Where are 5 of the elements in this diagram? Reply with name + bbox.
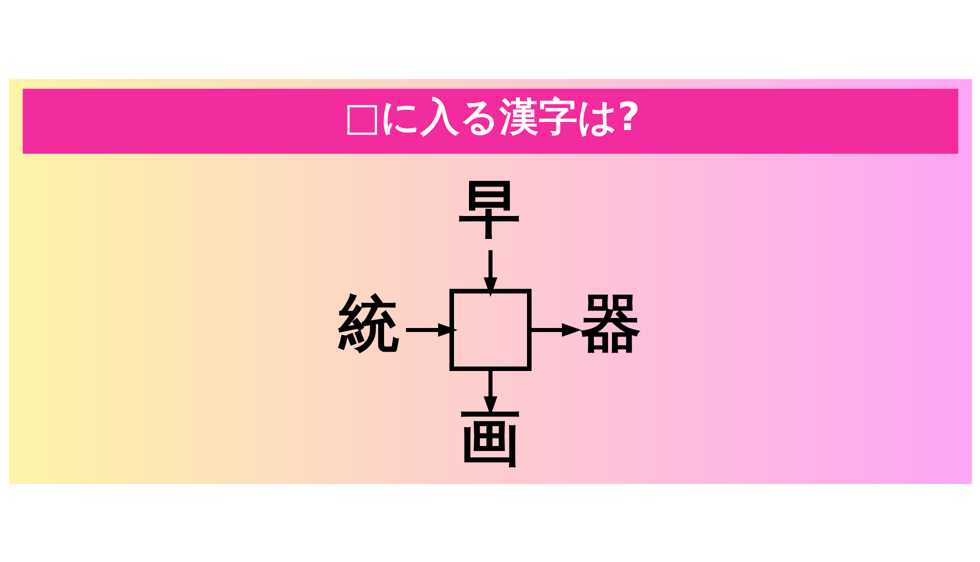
node-text: 器 bbox=[580, 286, 642, 359]
node-text: 早 bbox=[458, 172, 521, 244]
node-text: 画 bbox=[458, 402, 521, 474]
node-text: 統 bbox=[338, 286, 400, 359]
diagram-title: □に入る漢字は? bbox=[343, 94, 640, 140]
